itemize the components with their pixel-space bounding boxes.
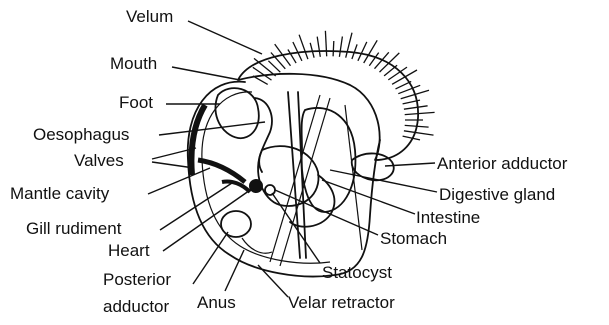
shell-outline-inner [202,92,330,263]
label-intestine: Intestine [416,208,480,227]
shell-outline [188,82,380,277]
label-velum: Velum [126,7,173,26]
leader-velar-retractor [258,265,288,297]
label-valves: Valves [74,151,124,170]
cilium [288,50,296,64]
velar-retractor-diagonal-1 [270,95,320,262]
label-velar-retractor: Velar retractor [288,293,395,312]
label-posterior-line2: adductor [103,297,169,316]
cilium [339,37,342,57]
cilium [405,112,435,114]
cilium [369,53,378,66]
leader-mantle-cavity [148,168,210,194]
posterior-adductor [221,211,251,237]
statocyst [265,185,275,195]
velum-cilia [253,31,435,140]
label-oesophagus: Oesophagus [33,125,129,144]
leader-mouth [172,67,240,80]
anus [242,238,272,253]
label-heart: Heart [108,241,150,260]
label-anterior-adductor: Anterior adductor [437,154,568,173]
velar-retractor-diagonal-3 [345,105,362,250]
label-posterior-line1: Posterior [103,270,171,289]
cilium [333,41,334,56]
cilium [325,31,326,57]
heart [249,179,263,193]
label-stomach: Stomach [380,229,447,248]
cilium [317,37,320,57]
foot [215,88,258,138]
cilium [299,35,308,59]
cilium [404,106,428,109]
leader-oesophagus [159,122,265,135]
label-foot: Foot [119,93,153,112]
label-mantle-cavity: Mantle cavity [10,184,110,203]
mantle-cavity [198,160,245,182]
label-statocyst: Statocyst [322,263,392,282]
cilium [254,58,276,76]
leader-stomach [275,190,378,235]
cilium [268,61,280,72]
label-digestive-gland: Digestive gland [439,185,555,204]
label-anus: Anus [197,293,236,312]
stomach [258,146,318,206]
leader-posterior-adductor [193,232,228,284]
cilium [346,33,352,58]
cilium [358,42,367,61]
label-mouth: Mouth [110,54,157,73]
cilium [310,43,314,58]
leader-velum [188,21,262,54]
leader-anus [225,250,244,291]
label-gill-rudiment: Gill rudiment [26,219,122,238]
cilium [404,131,434,135]
